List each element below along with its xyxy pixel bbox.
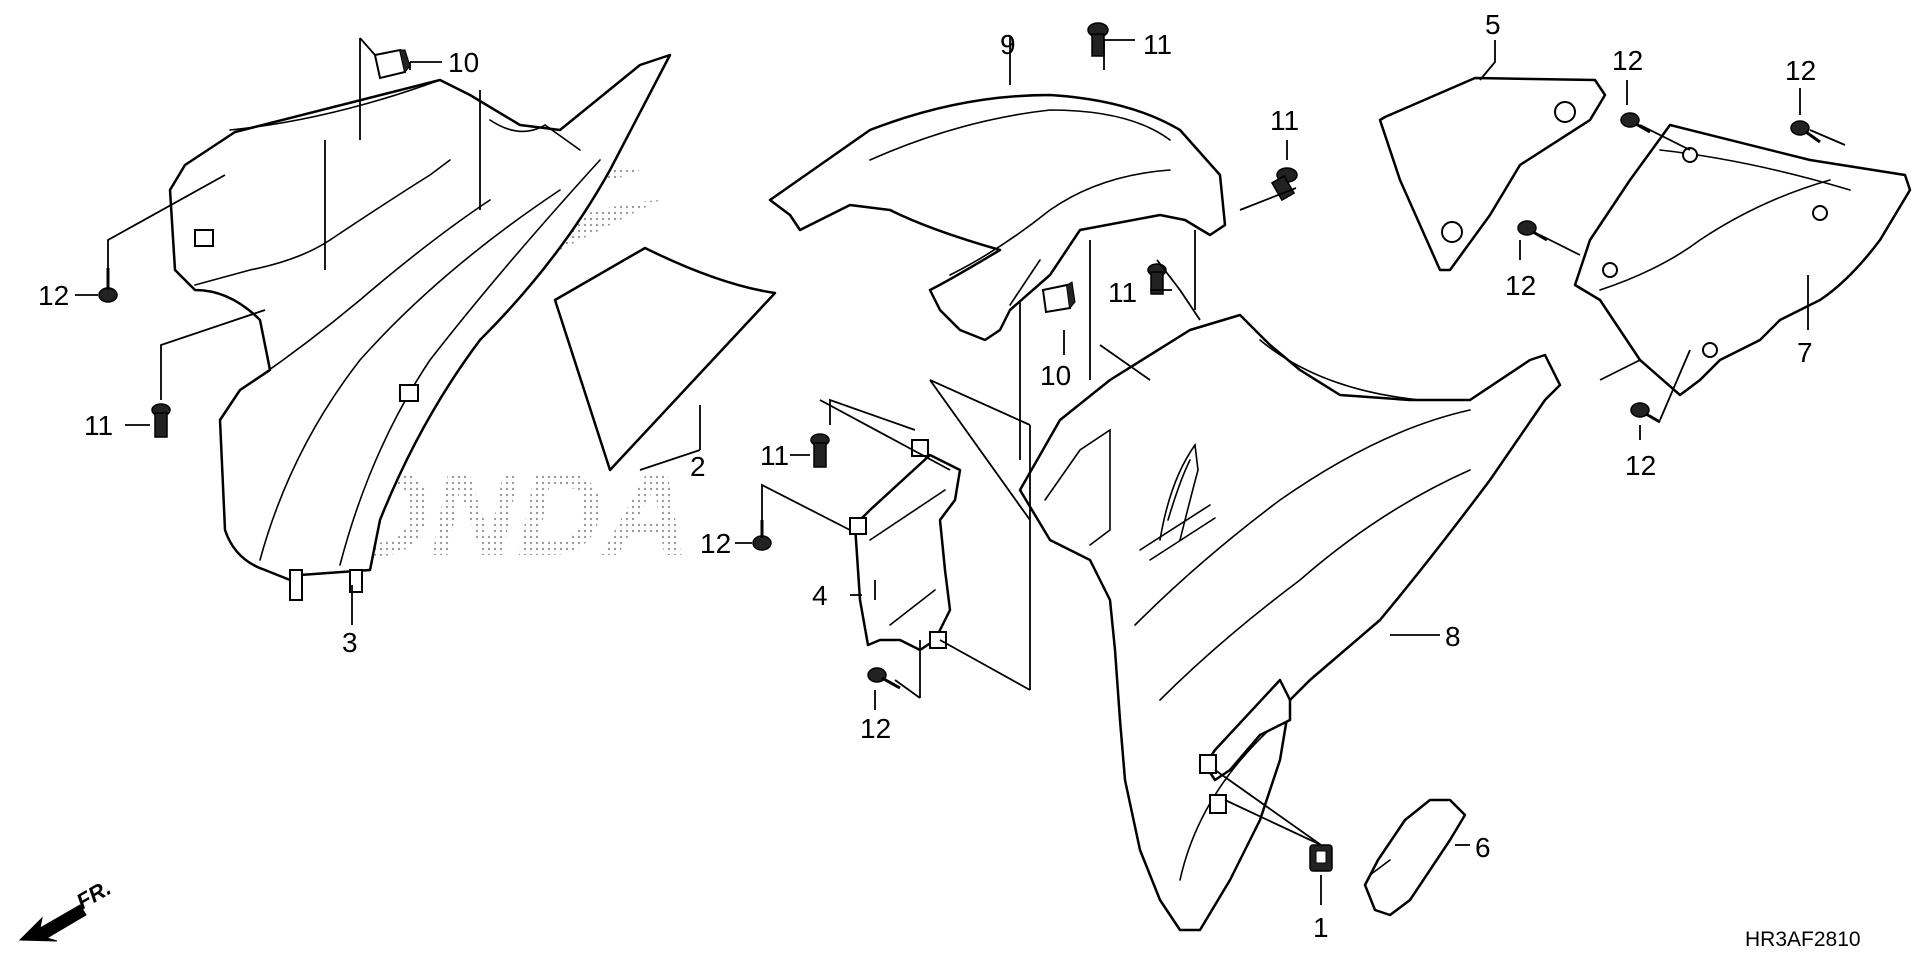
callout-labels: 10 12 11 3 2 9 11 11 11 10 11 12 4 12 5 …: [38, 9, 1816, 943]
callout-7: 7: [1797, 337, 1813, 368]
part-12-screw-bracket-bottom[interactable]: [867, 667, 901, 690]
callout-6: 6: [1475, 832, 1491, 863]
part-12-screw-mid-right[interactable]: [1517, 220, 1548, 242]
callout-5: 5: [1485, 9, 1501, 40]
part-3-left-side-cover[interactable]: [168, 53, 672, 601]
callout-12-top-right-b: 12: [1785, 55, 1816, 86]
part-2-panel[interactable]: [553, 246, 777, 472]
part-1-grommet[interactable]: [1309, 844, 1333, 872]
callout-11-right: 11: [1270, 105, 1299, 136]
part-11-bolt-top-center[interactable]: [1087, 22, 1109, 57]
callout-4: 4: [812, 580, 828, 611]
diagram-code: HR3AF2810: [1745, 928, 1861, 951]
honda-wing-logo: [1139, 442, 1216, 561]
part-11-bolt-left[interactable]: [151, 403, 171, 438]
callout-12-lower-right: 12: [1625, 450, 1656, 481]
part-7-right-cover[interactable]: [1573, 123, 1912, 397]
callout-3: 3: [342, 627, 358, 658]
part-12-screw-top-right-b[interactable]: [1790, 120, 1821, 144]
part-11-bolt-right[interactable]: [1270, 167, 1298, 202]
part-11-bolt-bracket[interactable]: [810, 433, 830, 468]
callout-1: 1: [1313, 912, 1329, 943]
callout-12-top-right-a: 12: [1612, 45, 1643, 76]
callout-12-left: 12: [38, 280, 69, 311]
front-direction-indicator: FR.: [18, 875, 115, 942]
part-10-clip-center[interactable]: [1041, 281, 1076, 314]
callout-10-center: 10: [1040, 360, 1071, 391]
callout-12-bracket-bottom: 12: [860, 713, 891, 744]
part-8-main-side-cover[interactable]: [1018, 313, 1562, 932]
callout-10-left: 10: [448, 47, 479, 78]
part-4-bracket[interactable]: [849, 439, 962, 652]
part-12-screw-left[interactable]: [98, 268, 118, 303]
part-5-plate[interactable]: [1378, 76, 1607, 272]
callout-12-bracket-left: 12: [700, 528, 731, 559]
leader-lines: [75, 36, 1846, 905]
callout-12-mid-right: 12: [1505, 270, 1536, 301]
callout-11-top: 11: [1143, 29, 1172, 60]
callout-11-bracket: 11: [760, 440, 789, 471]
part-12-screw-lower-right[interactable]: [1630, 402, 1661, 424]
callout-2: 2: [690, 451, 706, 482]
part-10-clip-left[interactable]: [373, 48, 411, 80]
callout-11-left: 11: [84, 410, 113, 441]
front-arrow-icon: [18, 904, 87, 942]
callout-8: 8: [1445, 621, 1461, 652]
callout-9: 9: [1000, 29, 1016, 60]
callout-11-center: 11: [1108, 277, 1137, 308]
part-9-upper-cover[interactable]: [768, 93, 1227, 342]
part-12-screw-bracket-left[interactable]: [752, 520, 772, 551]
part-12-screw-top-right-a[interactable]: [1620, 112, 1651, 134]
part-6-small-cap[interactable]: [1363, 798, 1467, 917]
